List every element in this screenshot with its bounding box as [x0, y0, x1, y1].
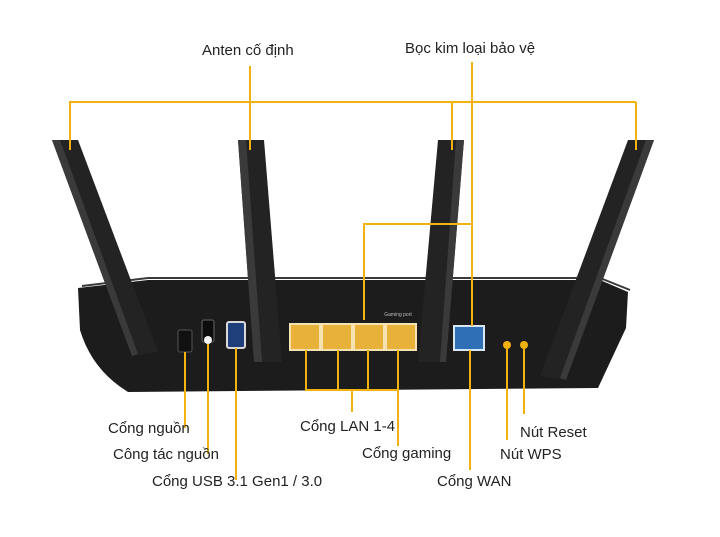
- antenna-leader: [69, 66, 251, 150]
- label-power-switch: Công tác nguồn: [113, 446, 219, 463]
- power-port: [177, 329, 193, 353]
- lan-port-2: [321, 323, 353, 351]
- label-reset-button: Nút Reset: [520, 424, 587, 441]
- label-antenna: Anten cố định: [202, 42, 294, 59]
- label-wps-button: Nút WPS: [500, 446, 562, 463]
- lan-port-3: [353, 323, 385, 351]
- gaming-port-top-leader: [363, 223, 472, 320]
- antenna-3-highlight: [440, 140, 464, 362]
- label-wan-port: Cổng WAN: [437, 473, 512, 490]
- label-power-port: Cổng nguồn: [108, 420, 190, 437]
- lan-ports: [289, 323, 417, 351]
- label-usb-port: Cổng USB 3.1 Gen1 / 3.0: [152, 473, 323, 490]
- lan-port-1: [289, 323, 321, 351]
- antennas: [52, 140, 654, 380]
- reset-button: [520, 341, 528, 349]
- wan-port: [453, 325, 485, 351]
- antenna-4-highlight: [560, 140, 654, 380]
- wps-button: [503, 341, 511, 349]
- label-metal-cover: Bọc kim loại bảo vệ: [405, 40, 536, 57]
- lan-port-4: [385, 323, 417, 351]
- label-lan-ports: Cổng LAN 1-4: [300, 418, 396, 435]
- antenna-1-highlight: [52, 140, 138, 356]
- power-switch-led: [204, 336, 212, 344]
- label-gaming-port: Cổng gaming: [362, 445, 452, 462]
- antenna-2-highlight: [238, 140, 262, 362]
- leader-lines: [69, 62, 637, 480]
- gaming-port-tag: Gaming port: [384, 312, 412, 318]
- usb-port: [226, 321, 246, 349]
